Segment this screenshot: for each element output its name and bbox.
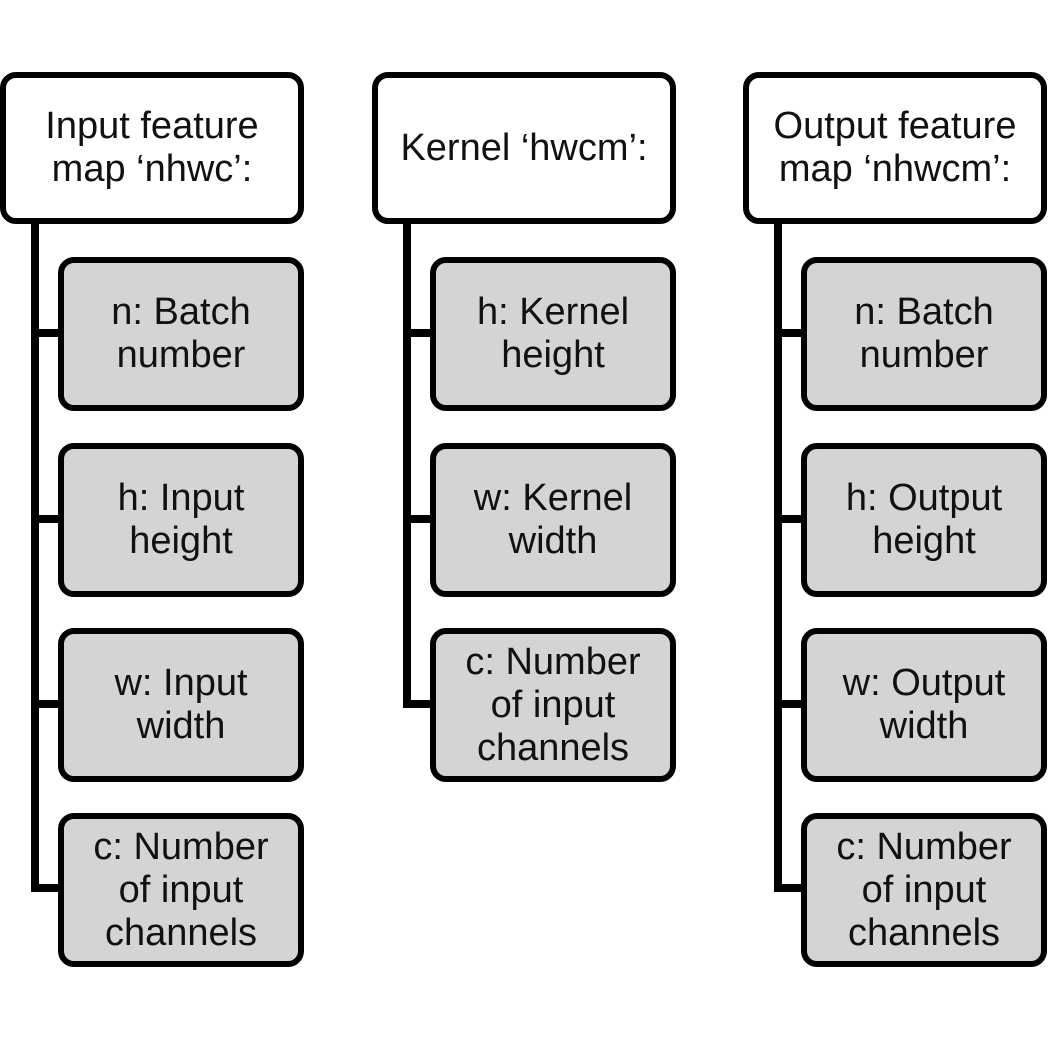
item-box-batch-number: n: Batch number (801, 257, 1047, 411)
connector-tick (774, 515, 804, 523)
header-box: Input feature map ‘nhwc’: (0, 72, 304, 224)
header-box: Kernel ‘hwcm’: (372, 72, 676, 224)
item-box-input-width: w: Input width (58, 628, 304, 782)
connector-tick (403, 700, 433, 708)
connector-tick (31, 515, 61, 523)
item-box-output-width: w: Output width (801, 628, 1047, 782)
item-box-kernel-width: w: Kernel width (430, 443, 676, 597)
connector-spine (403, 222, 411, 708)
item-box-input-channels: c: Number of input channels (801, 813, 1047, 967)
item-box-batch-number: n: Batch number (58, 257, 304, 411)
item-box-input-channels: c: Number of input channels (58, 813, 304, 967)
connector-tick (774, 884, 804, 892)
connector-tick (774, 329, 804, 337)
connector-tick (31, 700, 61, 708)
connector-spine (31, 222, 39, 892)
column-output-feature-map: Output feature map ‘nhwcm’: n: Batch num… (743, 0, 1062, 1039)
header-box: Output feature map ‘nhwcm’: (743, 72, 1047, 224)
column-kernel: Kernel ‘hwcm’: h: Kernel height w: Kerne… (372, 0, 692, 1039)
item-box-input-channels: c: Number of input channels (430, 628, 676, 782)
connector-tick (31, 329, 61, 337)
connector-tick (403, 515, 433, 523)
item-box-input-height: h: Input height (58, 443, 304, 597)
item-box-output-height: h: Output height (801, 443, 1047, 597)
column-input-feature-map: Input feature map ‘nhwc’: n: Batch numbe… (0, 0, 320, 1039)
connector-spine (774, 222, 782, 892)
connector-tick (774, 700, 804, 708)
item-box-kernel-height: h: Kernel height (430, 257, 676, 411)
connector-tick (403, 329, 433, 337)
connector-tick (31, 884, 61, 892)
